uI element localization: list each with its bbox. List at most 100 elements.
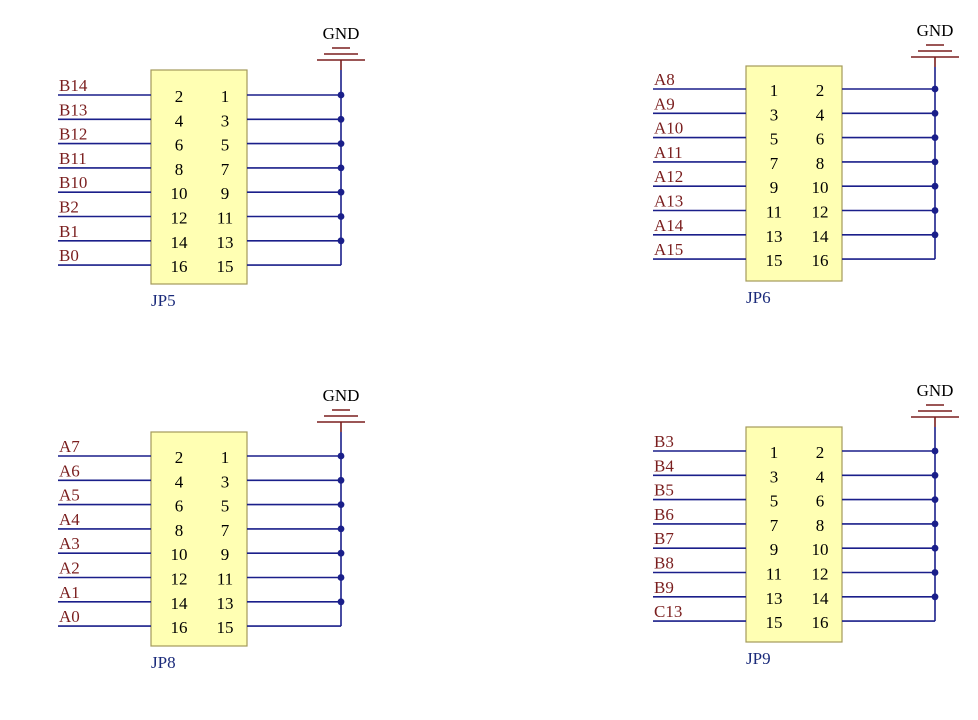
pin-number: 16 — [812, 251, 829, 270]
pin-number: 3 — [221, 111, 230, 130]
net-label: A5 — [59, 486, 80, 505]
junction-dot — [931, 471, 939, 479]
pin-number: 12 — [812, 565, 829, 584]
net-label: A4 — [59, 510, 80, 529]
net-label: A15 — [654, 240, 683, 259]
net-label: A11 — [654, 143, 683, 162]
net-label: B14 — [59, 76, 88, 95]
junction-dot — [337, 140, 345, 148]
pin-number: 10 — [812, 178, 829, 197]
net-label: B3 — [654, 432, 674, 451]
junction-dot — [337, 598, 345, 606]
pin-number: 14 — [171, 233, 189, 252]
junction-dot — [931, 593, 939, 601]
pin-number: 5 — [221, 136, 230, 155]
pin-number: 16 — [171, 618, 188, 637]
connector-body — [150, 69, 248, 285]
junction-dot — [337, 188, 345, 196]
junction-dot — [931, 109, 939, 117]
pin-number: 9 — [770, 178, 779, 197]
gnd-label: GND — [323, 24, 360, 43]
pin-number: 16 — [812, 613, 829, 632]
junction-dot — [337, 501, 345, 508]
net-label: B8 — [654, 554, 674, 573]
junction-dot — [931, 496, 939, 503]
junction-dot — [337, 213, 345, 220]
pin-number: 6 — [175, 497, 184, 516]
designator-label: JP6 — [746, 288, 771, 307]
gnd-symbol: GND — [911, 381, 959, 427]
pin-number: 6 — [816, 130, 825, 149]
pin-number: 7 — [221, 160, 230, 179]
pin-number: 5 — [770, 492, 779, 511]
pin-number: 12 — [171, 570, 188, 589]
net-label: A7 — [59, 437, 80, 456]
designator-label: JP9 — [746, 649, 771, 668]
net-label: B2 — [59, 198, 79, 217]
net-label: B6 — [654, 505, 674, 524]
pin-number: 9 — [221, 184, 230, 203]
junction-dot — [337, 574, 345, 581]
pin-number: 8 — [175, 521, 184, 540]
pin-number: 3 — [770, 467, 779, 486]
pin-number: 11 — [766, 203, 782, 222]
pin-number: 2 — [175, 87, 184, 106]
junction-dot — [337, 452, 345, 460]
pin-number: 13 — [766, 589, 783, 608]
junction-dot — [337, 237, 345, 245]
net-label: A10 — [654, 119, 683, 138]
junction-dot — [931, 134, 939, 142]
junction-dot — [931, 182, 939, 190]
pin-number: 7 — [770, 154, 779, 173]
pin-number: 15 — [766, 251, 783, 270]
net-label: B5 — [654, 481, 674, 500]
junction-dot — [337, 91, 345, 99]
pin-number: 4 — [816, 467, 825, 486]
designator-label: JP8 — [151, 653, 176, 672]
junction-dot — [337, 549, 345, 557]
pin-number: 15 — [766, 613, 783, 632]
gnd-label: GND — [917, 21, 954, 40]
connector-body — [745, 65, 843, 282]
pin-number: 11 — [217, 570, 233, 589]
connector-body — [745, 426, 843, 643]
pin-number: 5 — [770, 130, 779, 149]
pin-number: 12 — [812, 203, 829, 222]
pin-number: 2 — [816, 81, 825, 100]
pin-number: 7 — [221, 521, 230, 540]
net-label: B12 — [59, 125, 87, 144]
pin-number: 14 — [171, 594, 189, 613]
net-label: B0 — [59, 246, 79, 265]
pin-number: 1 — [770, 443, 779, 462]
pin-number: 8 — [175, 160, 184, 179]
gnd-label: GND — [323, 386, 360, 405]
pin-number: 15 — [217, 618, 234, 637]
pin-number: 12 — [171, 209, 188, 228]
pin-number: 8 — [816, 154, 825, 173]
net-label: B1 — [59, 222, 79, 241]
net-label: B7 — [654, 529, 674, 548]
net-label: A8 — [654, 70, 675, 89]
junction-dot — [931, 447, 939, 455]
junction-dot — [931, 158, 939, 166]
connector-body — [150, 431, 248, 647]
net-label: B13 — [59, 100, 87, 119]
pin-number: 1 — [770, 81, 779, 100]
pin-number: 15 — [217, 257, 234, 276]
net-label: A3 — [59, 534, 80, 553]
junction-dot — [337, 115, 345, 123]
pin-number: 10 — [171, 184, 188, 203]
pin-number: 11 — [217, 209, 233, 228]
pin-number: 6 — [816, 492, 825, 511]
pin-number: 4 — [175, 472, 184, 491]
gnd-symbol: GND — [317, 386, 365, 432]
net-label: B10 — [59, 173, 87, 192]
pin-number: 10 — [812, 540, 829, 559]
net-label: A2 — [59, 559, 80, 578]
pin-number: 9 — [770, 540, 779, 559]
junction-dot — [337, 476, 345, 484]
